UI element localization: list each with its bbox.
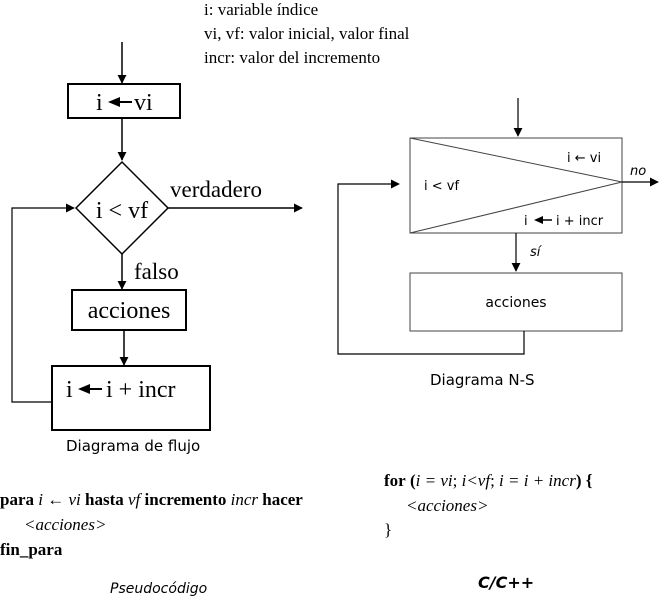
flow-body-box [71, 289, 187, 331]
pseudo-start: vi [68, 490, 81, 509]
pseudo-kw-incremento: incremento [144, 490, 227, 509]
pseudo-kw-end: fin_para [0, 540, 63, 559]
ns-condition-text: i < vf [424, 179, 459, 194]
pseudocode-line-2: <acciones> [24, 515, 106, 535]
flow-false-label: falso [134, 259, 179, 284]
ns-increment-expr: i + incr [556, 214, 604, 229]
flow-init-var: i [96, 90, 103, 116]
legend-line-index: i: variable índice [204, 0, 319, 19]
pseudo-assign-arrow: ← [42, 490, 69, 509]
c-code-caption: C/C++ [478, 573, 535, 592]
ns-caption: Diagrama N-S [430, 371, 535, 389]
flow-increment-assign-arrow-icon [78, 384, 90, 394]
pseudocode-line-1: para i ← vi hasta vf incremento incr hac… [0, 490, 303, 510]
c-code-line-3: } [384, 520, 392, 540]
ns-no-label: no [630, 164, 646, 179]
ns-diagonal-top [409, 137, 623, 183]
c-cond: i<vf [461, 471, 491, 490]
c-code-line-2: <acciones> [406, 496, 488, 516]
c-open-paren: ( [409, 471, 416, 490]
flow-init-assign-arrow-icon [108, 97, 120, 107]
pseudo-end: vf [128, 490, 141, 509]
ns-loop-box [409, 137, 623, 234]
ns-body-text: acciones [485, 295, 546, 311]
flow-init-box [67, 83, 181, 119]
pseudocode-line-3: fin_para [0, 540, 62, 560]
ns-yes-label: sí [530, 245, 543, 260]
flow-true-label: verdadero [170, 177, 262, 202]
c-end-brace: } [384, 520, 393, 539]
c-kw-for: for [384, 471, 406, 490]
flow-condition-text: i < vf [96, 198, 148, 224]
flow-increment-var: i [66, 377, 73, 403]
pseudocode-caption: Pseudocódigo [110, 581, 208, 597]
ns-increment-assign-arrow-icon [534, 216, 543, 224]
pseudo-body: <acciones> [24, 515, 107, 534]
ns-init-text: i ← vi [567, 151, 601, 166]
ns-increment-var: i [524, 214, 528, 229]
ns-loop-back-arrow [337, 179, 525, 355]
pseudo-kw-hacer: hacer [262, 490, 303, 509]
flow-increment-expr: i + incr [106, 377, 176, 403]
c-step: i = i + incr [499, 471, 576, 490]
pseudo-var: i [38, 490, 43, 509]
flow-body-text: acciones [88, 298, 171, 324]
ns-diagram: i ← vi i < vf i i + incr no sí acciones [337, 98, 659, 355]
c-body: <acciones> [406, 496, 489, 515]
pseudo-kw-para: para [0, 490, 34, 509]
flowchart-caption: Diagrama de flujo [66, 437, 201, 455]
ns-body-box [409, 272, 623, 332]
legend-line-increment: incr: valor del incremento [204, 48, 381, 67]
flow-init-value: vi [134, 90, 153, 116]
c-close-brace: ) { [575, 471, 593, 490]
flow-loop-back-arrow [11, 203, 75, 403]
pseudo-kw-hasta: hasta [85, 490, 124, 509]
pseudo-step: incr [230, 490, 259, 509]
legend-line-start-end: vi, vf: valor inicial, valor final [204, 24, 410, 43]
c-init: i = vi [415, 471, 453, 490]
flow-increment-box [51, 365, 211, 431]
c-code-line-1: for (i = vi; i<vf; i = i + incr) { [384, 471, 593, 490]
flowchart: i vi i < vf verdadero falso acciones i i… [11, 42, 303, 431]
ns-diagonal-bottom [409, 181, 623, 234]
